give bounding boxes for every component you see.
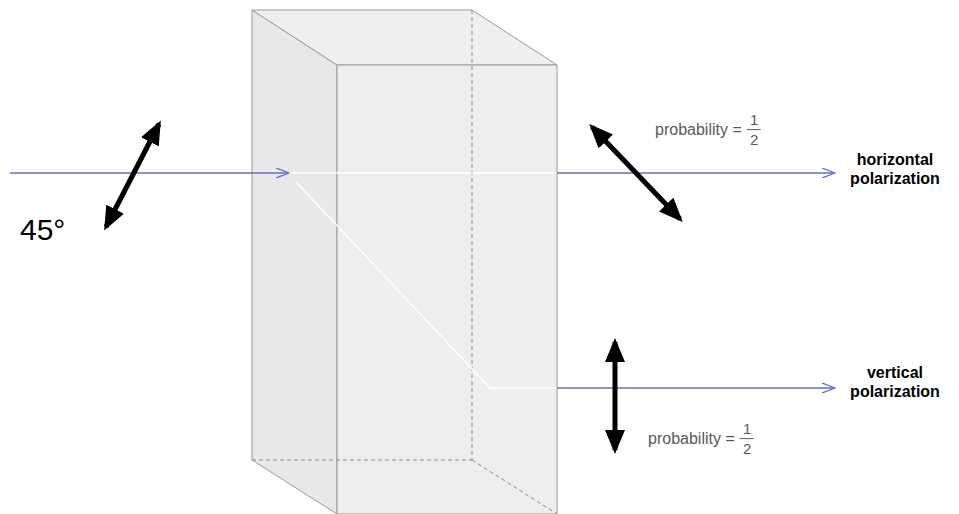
fraction-bar bbox=[740, 438, 754, 439]
probability-label: probability = bbox=[648, 429, 735, 448]
fraction-denominator: 2 bbox=[750, 131, 758, 149]
fraction-numerator: 1 bbox=[750, 111, 758, 129]
angle-label: 45° bbox=[20, 212, 65, 248]
fraction-numerator: 1 bbox=[743, 420, 751, 438]
output-label: vertical polarization bbox=[836, 363, 954, 401]
polarization-arrows bbox=[106, 124, 680, 450]
light-beams bbox=[10, 173, 834, 388]
internal-beams bbox=[288, 173, 557, 388]
fraction-denominator: 2 bbox=[743, 440, 751, 458]
fraction-bar bbox=[747, 129, 761, 130]
probability-label: probability = bbox=[655, 120, 742, 139]
prism bbox=[252, 10, 557, 514]
output-label: horizontal polarization bbox=[836, 150, 954, 188]
